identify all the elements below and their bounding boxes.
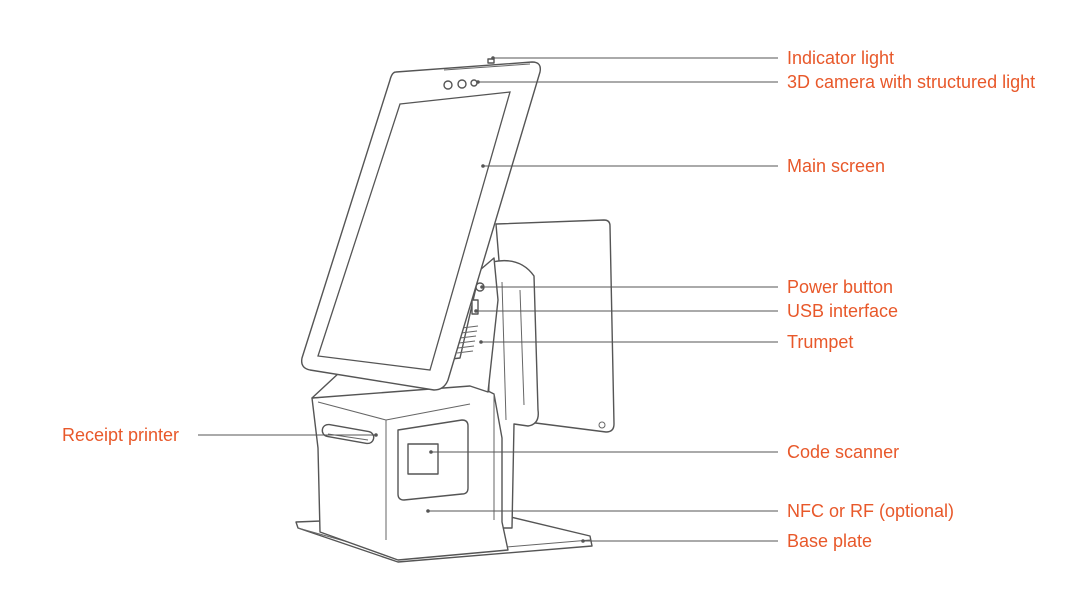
usb-port: [471, 299, 479, 315]
camera-lens: [470, 79, 478, 87]
label-main-screen: Main screen: [787, 156, 886, 176]
label-base-plate: Base plate: [787, 531, 873, 551]
leader-lines: [198, 56, 778, 543]
label-trumpet: Trumpet: [787, 332, 854, 352]
label-indicator-light: Indicator light: [787, 48, 895, 68]
label-usb-interface: USB interface: [787, 301, 899, 321]
camera-lens: [443, 80, 453, 90]
label-nfc-rf: NFC or RF (optional): [787, 501, 955, 521]
label-power-button: Power button: [787, 277, 894, 297]
label-code-scanner: Code scanner: [787, 442, 900, 462]
label-3d-camera: 3D camera with structured light: [787, 72, 1036, 92]
label-receipt-printer: Receipt printer: [62, 425, 180, 445]
camera-lens: [457, 79, 467, 89]
main-screen-display: [317, 91, 511, 371]
speaker-grille: [456, 325, 479, 354]
indicator-light: [487, 58, 495, 64]
